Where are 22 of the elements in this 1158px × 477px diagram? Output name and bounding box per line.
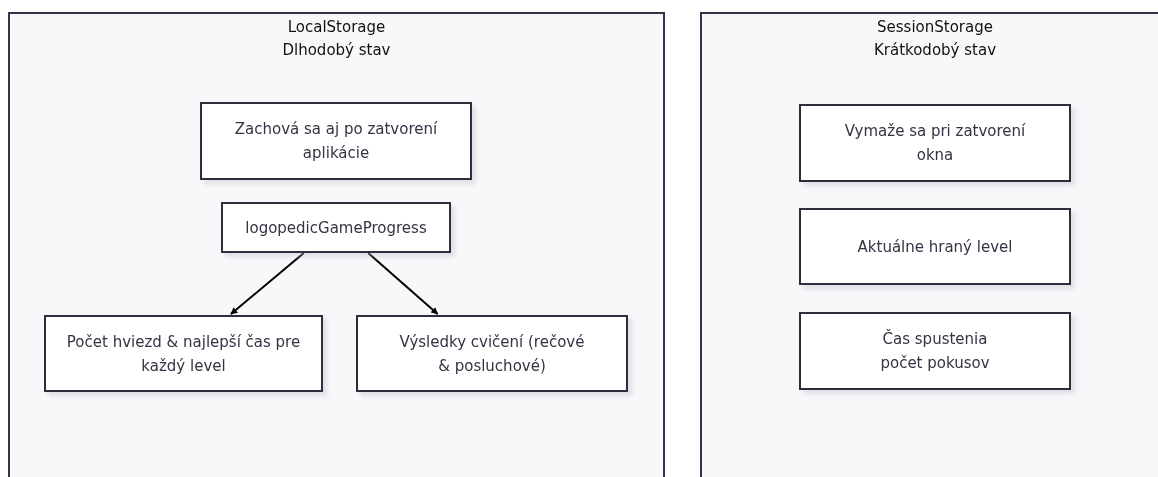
box-text: Čas spustenia počet pokusov	[879, 328, 991, 374]
process-box	[356, 315, 628, 392]
box-text: Počet hviezd & najlepší čas pre každý level	[65, 331, 302, 377]
box-text: Aktuálne hraný level	[856, 236, 1014, 258]
arrow	[367, 252, 439, 315]
storage-group	[700, 12, 1158, 477]
process-box	[799, 104, 1071, 182]
process-box	[799, 208, 1071, 285]
process-box	[221, 202, 451, 253]
group-title: Krátkodobý stav	[873, 40, 996, 61]
box-text: Výsledky cvičení (rečové & posluchové)	[398, 331, 586, 377]
process-box	[200, 102, 472, 180]
arrow	[229, 252, 305, 315]
storage-group	[8, 12, 665, 477]
process-box	[799, 312, 1071, 390]
box-text: Vymaže sa pri zatvorení okna	[843, 121, 1027, 166]
box-text: Zachová sa aj po zatvorení aplikácie	[233, 119, 439, 164]
group-title: Dlhodobý stav	[282, 40, 391, 61]
group-title: SessionStorage	[877, 17, 993, 38]
box-text: logopedicGameProgress	[245, 217, 427, 239]
process-box	[44, 315, 323, 392]
group-title: LocalStorage	[287, 17, 386, 38]
